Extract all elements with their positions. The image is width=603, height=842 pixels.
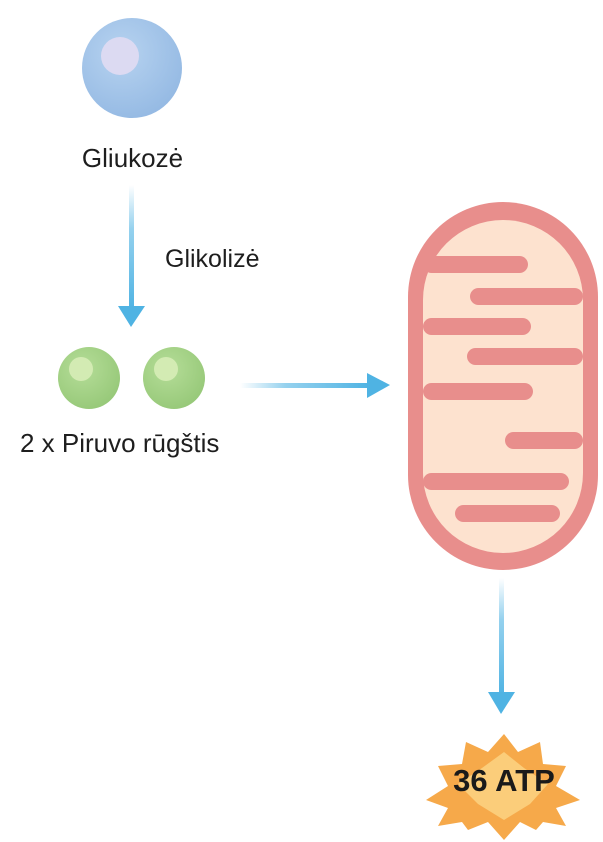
mitochondrion-to-atp-arrow <box>488 578 515 714</box>
glycolysis-label: Glikolizė <box>165 245 260 273</box>
pyruvate-molecule-1 <box>58 347 120 409</box>
mitochondrion <box>408 202 598 570</box>
atp-burst-icon <box>426 734 580 840</box>
pyruvate-label: 2 x Piruvo rūgštis <box>20 428 220 458</box>
pyruvate-molecule-2 <box>143 347 205 409</box>
pyruvate-to-mitochondrion-arrow <box>240 373 390 398</box>
glycolysis-arrow <box>118 185 145 327</box>
glucose-label: Gliukozė <box>81 143 184 173</box>
atp-label: 36 ATP <box>453 763 555 798</box>
glucose-molecule <box>82 18 182 118</box>
